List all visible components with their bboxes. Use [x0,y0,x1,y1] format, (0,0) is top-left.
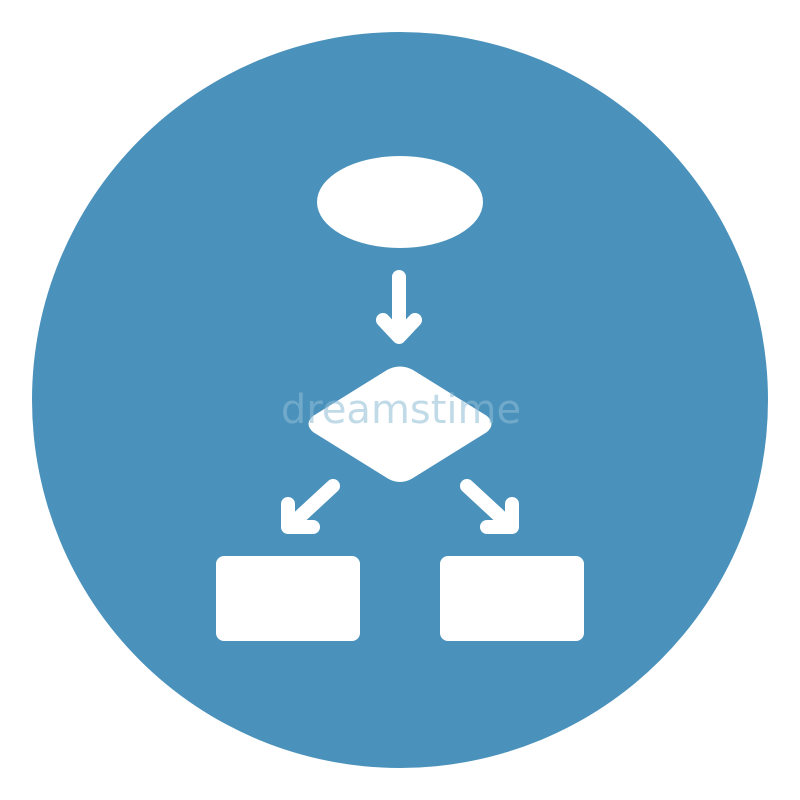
down-arrow-icon [376,270,422,344]
start-ellipse [317,156,483,248]
flowchart-shapes [216,156,584,641]
right-diagonal-arrow-icon [460,479,519,534]
right-process-box [440,556,584,641]
left-process-box [216,556,360,641]
left-diagonal-arrow-icon [281,479,340,534]
decision-diamond [308,366,492,482]
